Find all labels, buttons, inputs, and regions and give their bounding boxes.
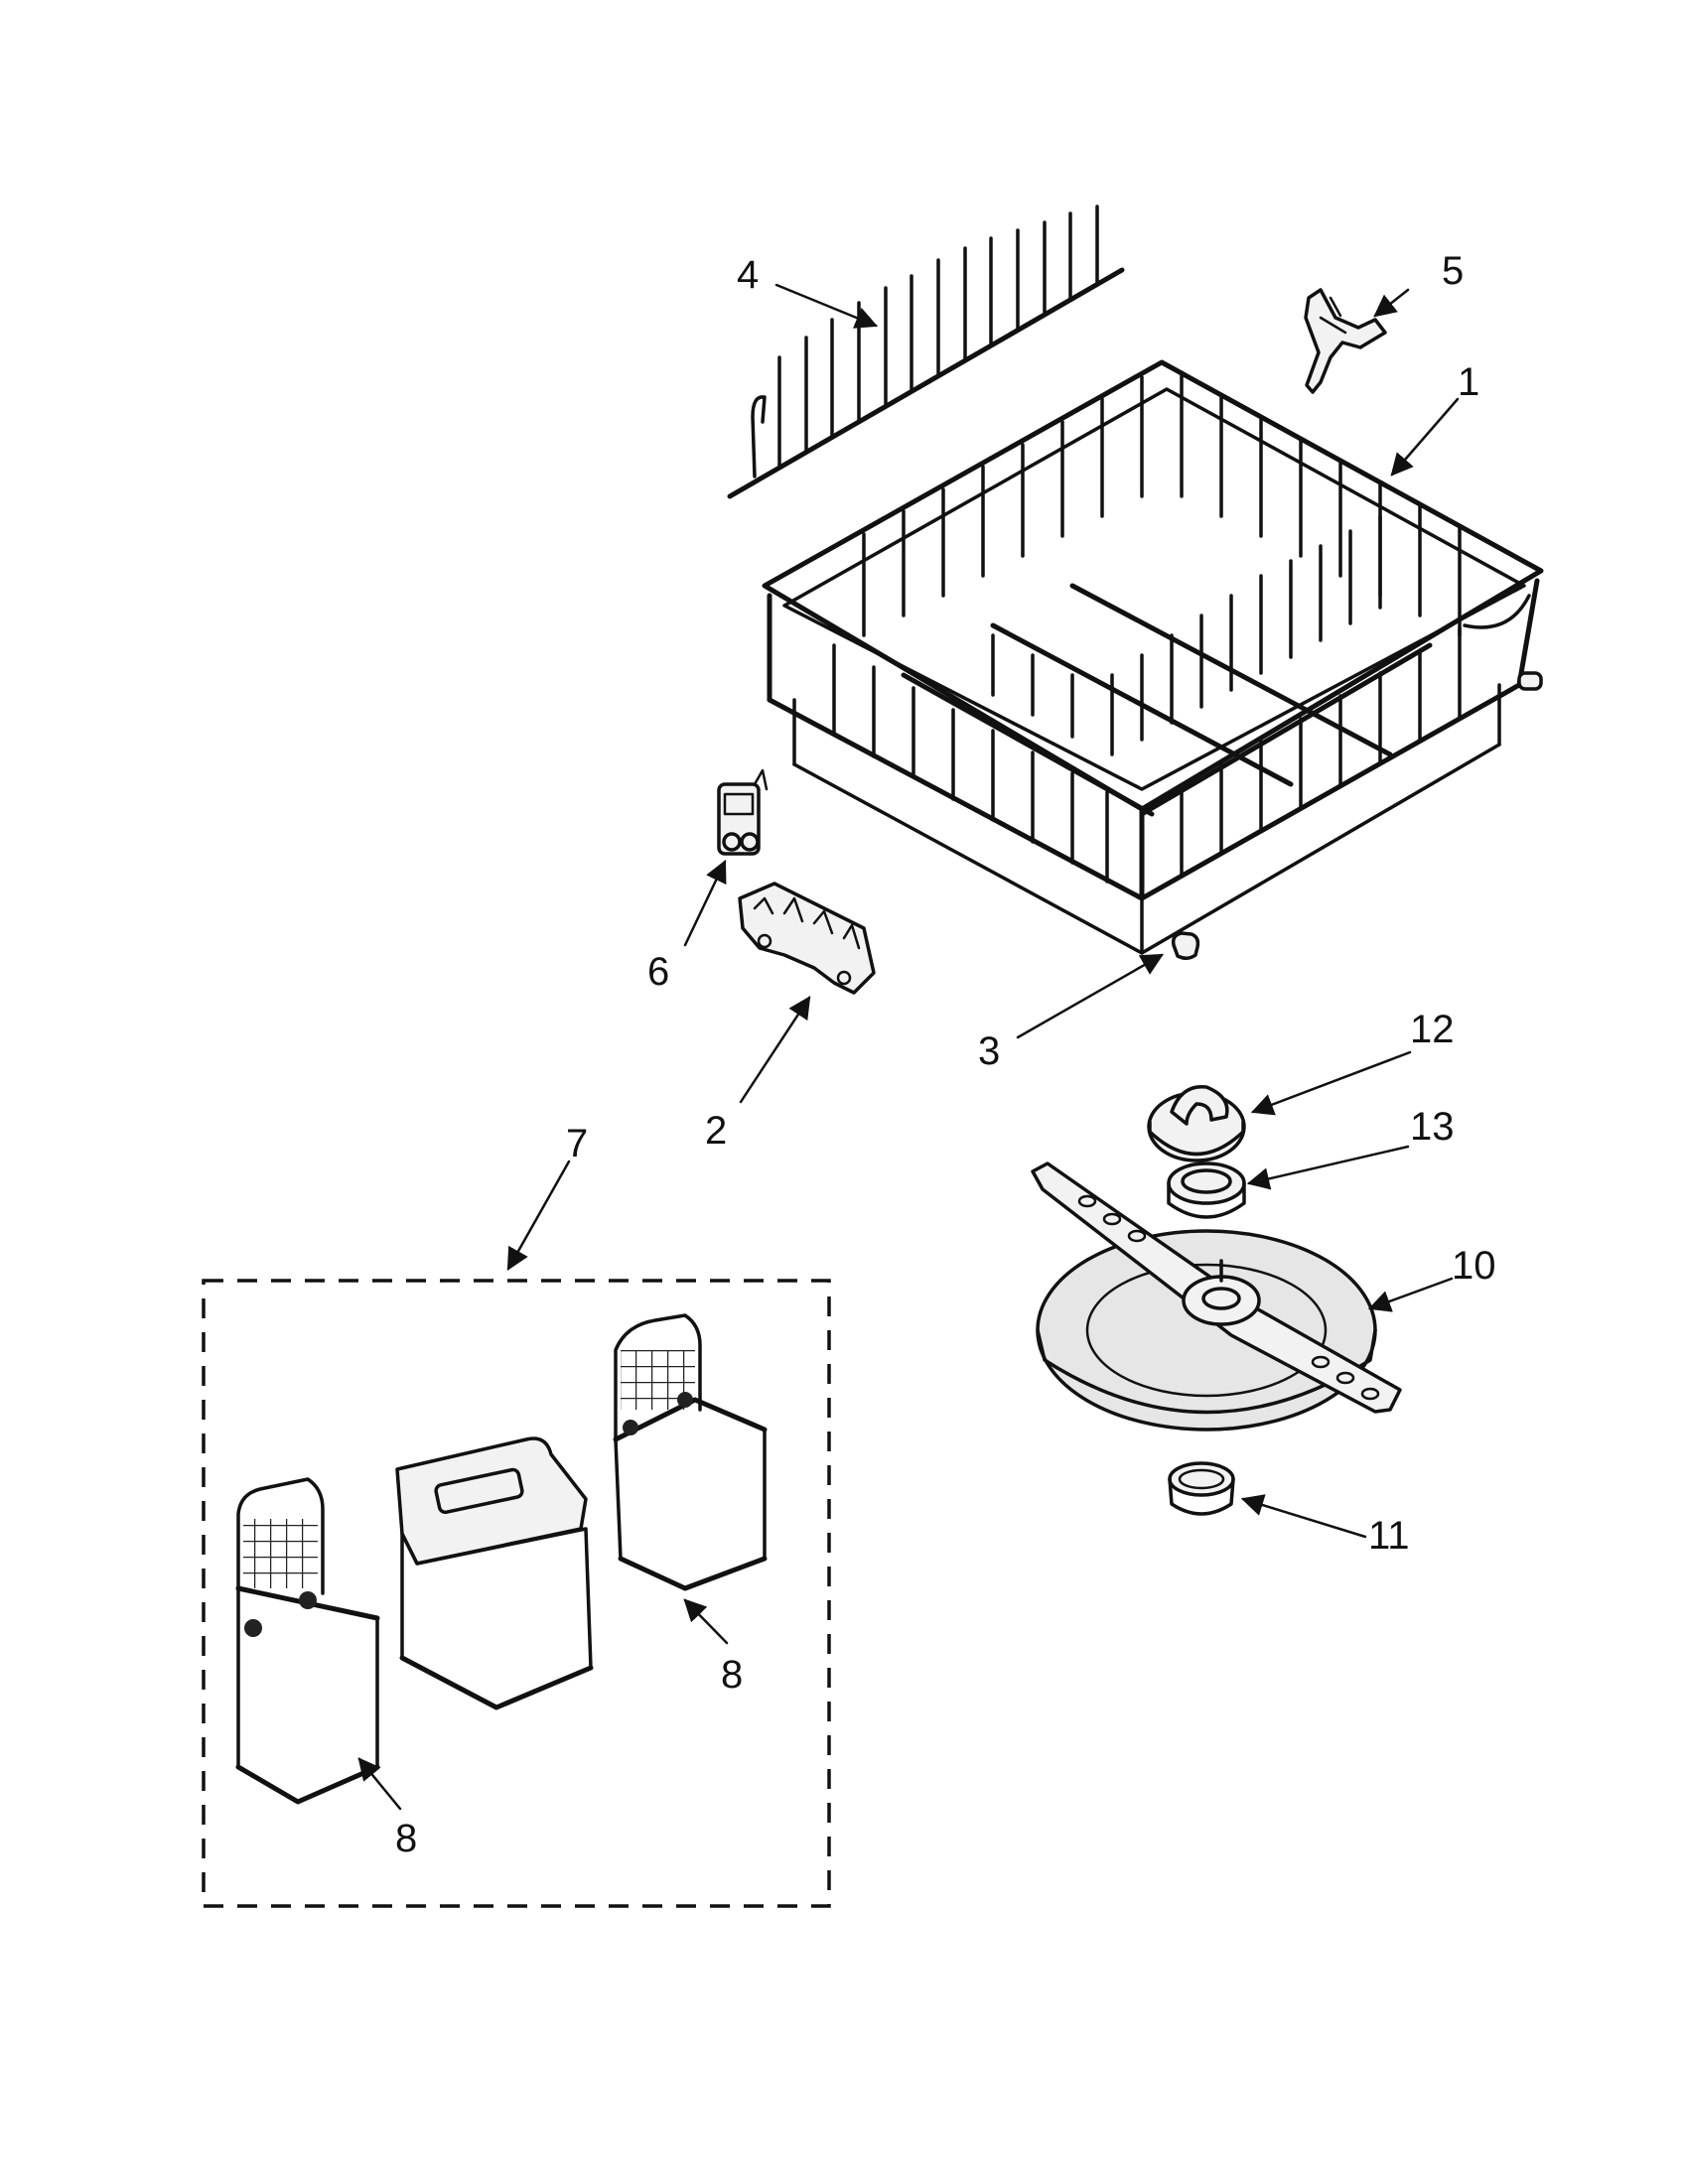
rack-clip-part — [1304, 288, 1387, 394]
callout-7: 7 — [566, 1122, 588, 1165]
small-cap-part — [1171, 931, 1200, 960]
callout-4: 4 — [737, 253, 759, 297]
callout-5: 5 — [1442, 249, 1464, 293]
callout-8-left: 8 — [395, 1817, 417, 1860]
middle-basket-part — [395, 1436, 594, 1710]
callout-11: 11 — [1368, 1514, 1410, 1558]
callout-10: 10 — [1452, 1244, 1496, 1288]
callout-8-right: 8 — [721, 1653, 743, 1697]
spray-arm-assembly-part — [1031, 1161, 1402, 1432]
callout-1: 1 — [1458, 360, 1479, 404]
leader-lines — [357, 283, 1460, 1811]
callout-12: 12 — [1410, 1008, 1455, 1051]
rack-bracket-part — [738, 882, 876, 995]
callout-13: 13 — [1410, 1105, 1455, 1149]
rack-adjuster-part — [717, 768, 769, 856]
basket-kit-boundary — [202, 1279, 831, 1908]
bearing-ring-part — [1167, 1161, 1246, 1219]
seal-ring-part — [1168, 1461, 1235, 1516]
callout-6: 6 — [647, 950, 669, 994]
tine-row-part — [727, 205, 1125, 499]
callout-3: 3 — [978, 1029, 1000, 1073]
right-basket-part — [613, 1313, 768, 1591]
lower-rack-part — [762, 359, 1544, 955]
left-basket-part — [235, 1477, 380, 1805]
callout-labels: 1 2 3 4 5 6 7 8 8 10 11 12 13 — [395, 249, 1496, 1860]
callout-2: 2 — [705, 1109, 727, 1153]
